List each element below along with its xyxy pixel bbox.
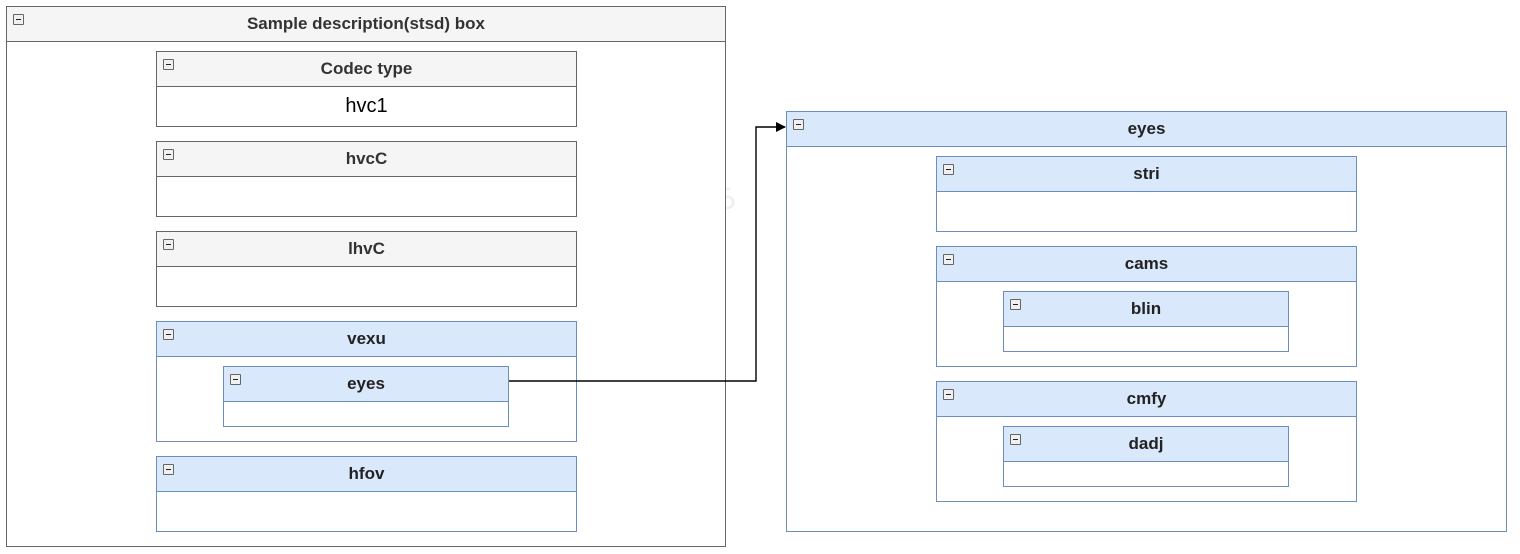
blin-header: blin <box>1004 292 1288 327</box>
collapse-icon[interactable] <box>793 119 804 130</box>
hfov-box: hfov <box>156 456 577 532</box>
dadj-title: dadj <box>1128 434 1164 453</box>
vexu-eyes-header: eyes <box>224 367 508 402</box>
collapse-icon[interactable] <box>230 374 241 385</box>
collapse-icon[interactable] <box>943 254 954 265</box>
cmfy-header: cmfy <box>937 382 1356 417</box>
lhvc-box: lhvC <box>156 231 577 307</box>
connector-arrow <box>509 122 786 382</box>
eyes-header: eyes <box>787 112 1506 147</box>
blin-box: blin <box>1003 291 1289 352</box>
lhvc-header: lhvC <box>157 232 576 267</box>
collapse-icon[interactable] <box>163 59 174 70</box>
hfov-header: hfov <box>157 457 576 492</box>
hvcc-title: hvcC <box>345 149 388 168</box>
collapse-icon[interactable] <box>943 389 954 400</box>
collapse-icon[interactable] <box>1010 299 1021 310</box>
collapse-icon[interactable] <box>163 329 174 340</box>
dadj-box: dadj <box>1003 426 1289 487</box>
cams-title: cams <box>1124 254 1169 273</box>
hfov-title: hfov <box>348 464 385 483</box>
vexu-title: vexu <box>347 329 386 348</box>
collapse-icon[interactable] <box>943 164 954 175</box>
codec-type-title: Codec type <box>320 59 413 78</box>
stsd-box-title: Sample description(stsd) box <box>246 14 486 33</box>
stri-box: stri <box>936 156 1357 232</box>
collapse-icon[interactable] <box>163 149 174 160</box>
codec-type-box: Codec type hvc1 <box>156 51 577 127</box>
cmfy-title: cmfy <box>1126 389 1167 408</box>
collapse-icon[interactable] <box>163 239 174 250</box>
cams-header: cams <box>937 247 1356 282</box>
vexu-header: vexu <box>157 322 576 357</box>
collapse-icon[interactable] <box>1010 434 1021 445</box>
dadj-header: dadj <box>1004 427 1288 462</box>
vexu-eyes-title: eyes <box>347 374 385 393</box>
blin-title: blin <box>1130 299 1162 318</box>
codec-type-header: Codec type <box>157 52 576 87</box>
vexu-eyes-box: eyes <box>223 366 509 427</box>
stri-title: stri <box>1133 164 1160 183</box>
collapse-icon[interactable] <box>163 464 174 475</box>
hvcc-box: hvcC <box>156 141 577 217</box>
lhvc-title: lhvC <box>348 239 385 258</box>
codec-type-value: hvc1 <box>345 95 388 117</box>
stri-header: stri <box>937 157 1356 192</box>
stsd-box-header: Sample description(stsd) box <box>7 7 725 42</box>
hvcc-header: hvcC <box>157 142 576 177</box>
collapse-icon[interactable] <box>13 14 24 25</box>
eyes-title: eyes <box>1127 119 1166 138</box>
